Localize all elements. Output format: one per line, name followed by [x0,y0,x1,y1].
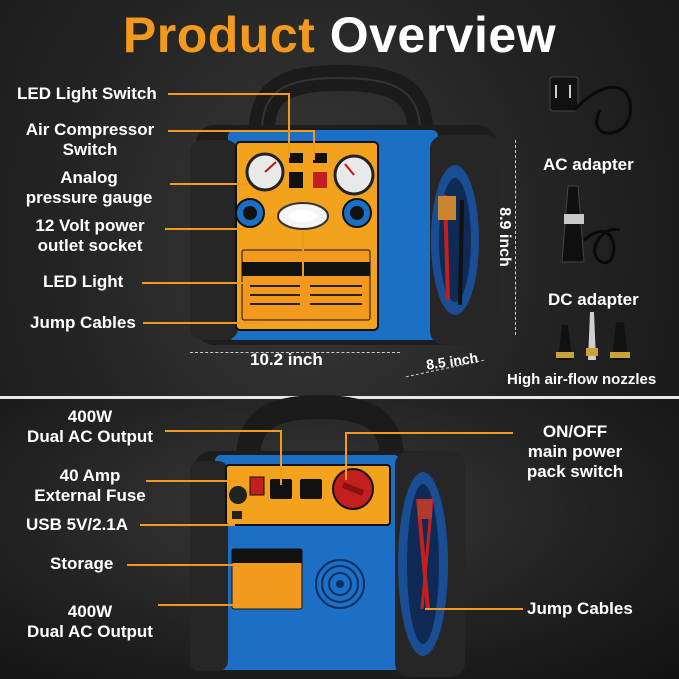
label-400w-line1-top: 400W [67,407,113,426]
leader-line [168,130,313,132]
label-400w-ac-output-top: 400W Dual AC Output [15,407,165,447]
title-word-product: Product [122,7,316,63]
leader-line [258,590,260,605]
leader-line [280,430,282,485]
label-400w-line2-top: Dual AC Output [27,427,153,446]
label-on-off-switch: ON/OFF main power pack switch [500,422,650,482]
label-air-compressor-switch-line1: Air Compressor [25,120,155,139]
leader-line [168,93,288,95]
leader-line [313,130,315,160]
label-switch-line2: main power [527,442,623,461]
title-word-overview: Overview [329,7,557,63]
label-12v-line2: outlet socket [37,236,143,255]
leader-line [302,230,304,284]
label-400w-line2-bottom: Dual AC Output [27,622,153,641]
label-led-light: LED Light [43,272,124,291]
label-storage: Storage [50,554,114,573]
leader-line [345,432,513,434]
dimension-line-width [190,352,400,353]
label-jump-cables-rear: Jump Cables [527,599,633,618]
label-led-light-switch: LED Light Switch [17,84,157,103]
dimension-line-height [515,140,516,335]
leader-line [158,604,260,606]
label-jump-cables-front: Jump Cables [30,313,136,332]
leader-line [288,93,290,158]
label-air-compressor-switch: Air Compressor Switch [15,120,165,160]
label-usb: USB 5V/2.1A [26,515,129,534]
power-station-rear-image [190,394,465,677]
label-12v-outlet-socket: 12 Volt power outlet socket [15,216,165,256]
leader-line [425,608,523,610]
dimension-height: 8.9 inch [495,207,513,267]
leader-line [140,524,235,526]
leader-line [142,282,304,284]
label-analog-gauge-line2: pressure gauge [25,188,153,207]
leader-line [143,322,263,324]
label-air-compressor-switch-line2: Switch [62,140,118,159]
label-analog-pressure-gauge: Analog pressure gauge [8,168,170,208]
label-40-amp-fuse: 40 Amp External Fuse [25,466,155,506]
label-fuse-line1: 40 Amp [59,466,121,485]
label-dc-adapter: DC adapter [548,290,639,309]
label-400w-ac-output-bottom: 400W Dual AC Output [15,602,165,642]
dimension-width: 10.2 inch [250,350,323,369]
leader-line [165,430,280,432]
leader-line [170,183,248,185]
label-nozzles: High air-flow nozzles [507,371,657,388]
leader-line [127,564,257,566]
label-switch-line3: pack switch [526,462,624,481]
leader-line [165,228,245,230]
label-analog-gauge-line1: Analog [60,168,118,187]
leader-line [345,432,347,480]
label-switch-line1: ON/OFF [542,422,608,441]
label-ac-adapter: AC adapter [543,155,634,174]
leader-line [146,480,238,482]
label-fuse-line2: External Fuse [34,486,146,505]
label-12v-line1: 12 Volt power [35,216,145,235]
label-400w-line1-bottom: 400W [67,602,113,621]
page-title: Product Overview [0,6,679,64]
